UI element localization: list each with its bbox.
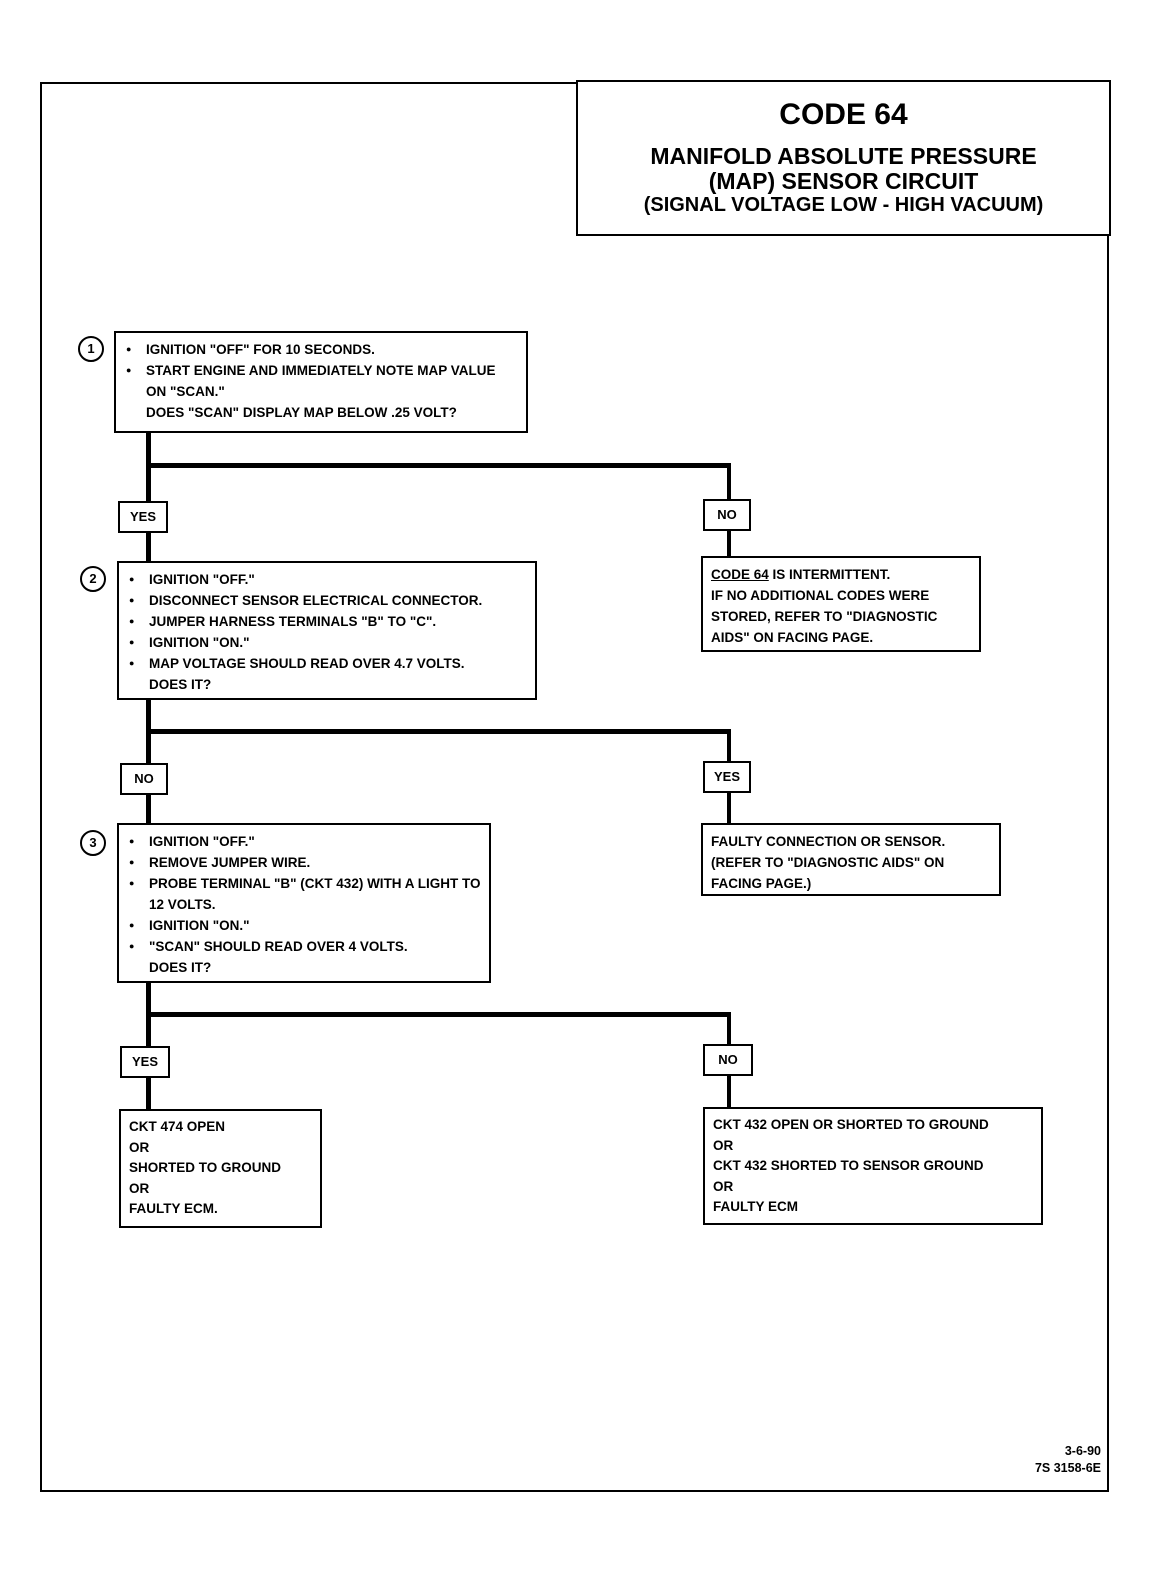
connector-line: [727, 729, 731, 761]
connector-line: [146, 1012, 731, 1017]
page-frame: [40, 82, 1109, 1492]
footer-doc-number: 7S 3158-6E: [1034, 1461, 1101, 1475]
outcome-ckt474-box: CKT 474 OPEN OR SHORTED TO GROUND OR FAU…: [119, 1109, 322, 1228]
step-2-item: IGNITION "OFF.": [127, 569, 527, 590]
ckt432-line: CKT 432 OPEN OR SHORTED TO GROUND: [713, 1117, 989, 1132]
faulty-connection-text: FAULTY CONNECTION OR SENSOR. (REFER TO "…: [711, 834, 946, 891]
ckt474-line: SHORTED TO GROUND: [129, 1160, 282, 1175]
connector-line: [146, 729, 731, 734]
step-3-no-label: NO: [703, 1044, 753, 1076]
step-3-box: IGNITION "OFF." REMOVE JUMPER WIRE. PROB…: [117, 823, 491, 983]
step-number-3: 3: [80, 830, 106, 856]
step-1-item: IGNITION "OFF" FOR 10 SECONDS.: [124, 339, 518, 360]
step-2-box: IGNITION "OFF." DISCONNECT SENSOR ELECTR…: [117, 561, 537, 700]
code-64-underlined: CODE 64: [711, 567, 769, 582]
step-1-item: START ENGINE AND IMMEDIATELY NOTE MAP VA…: [124, 360, 518, 402]
ckt474-line: OR: [129, 1180, 150, 1196]
step-3-item: "SCAN" SHOULD READ OVER 4 VOLTS.: [127, 936, 481, 957]
title-block: CODE 64 MANIFOLD ABSOLUTE PRESSURE (MAP)…: [576, 80, 1111, 236]
ckt432-line: OR: [713, 1178, 734, 1194]
step-2-yes-label: YES: [703, 761, 751, 793]
connector-line: [727, 1012, 731, 1046]
outcome-ckt432-box: CKT 432 OPEN OR SHORTED TO GROUND OR CKT…: [703, 1107, 1043, 1225]
intermittent-text: IS INTERMITTENT.: [768, 567, 891, 582]
step-3-item: PROBE TERMINAL "B" (CKT 432) WITH A LIGH…: [127, 873, 481, 915]
connector-line: [727, 529, 731, 557]
step-2-item: IGNITION "ON.": [127, 632, 527, 653]
ckt474-line: CKT 474 OPEN: [129, 1119, 226, 1134]
step-1-no-label: NO: [703, 499, 751, 531]
code-title: CODE 64: [779, 98, 908, 131]
step-1-question: DOES "SCAN" DISPLAY MAP BELOW .25 VOLT?: [146, 405, 457, 420]
connector-line: [727, 791, 731, 824]
connector-line: [146, 1078, 151, 1111]
title-line-1: MANIFOLD ABSOLUTE PRESSURE: [650, 143, 1037, 169]
connector-line: [146, 463, 731, 468]
ckt474-line: FAULTY ECM.: [129, 1201, 218, 1216]
intermittent-detail: IF NO ADDITIONAL CODES WERE STORED, REFE…: [711, 588, 938, 645]
title-line-3: (SIGNAL VOLTAGE LOW - HIGH VACUUM): [643, 194, 1044, 216]
step-2-no-label: NO: [120, 763, 168, 795]
step-1-box: IGNITION "OFF" FOR 10 SECONDS. START ENG…: [114, 331, 528, 433]
ckt474-line: OR: [129, 1139, 150, 1155]
outcome-intermittent-box: CODE 64 IS INTERMITTENT. IF NO ADDITIONA…: [701, 556, 981, 652]
connector-line: [146, 531, 151, 563]
step-3-question: DOES IT?: [149, 960, 212, 975]
step-number-2: 2: [80, 566, 106, 592]
footer-date: 3-6-90: [1064, 1444, 1101, 1458]
page-footer: 3-6-90 7S 3158-6E: [1035, 1443, 1101, 1477]
step-2-question: DOES IT?: [149, 677, 212, 692]
step-3-item: REMOVE JUMPER WIRE.: [127, 852, 481, 873]
step-number-1: 1: [78, 336, 104, 362]
connector-line: [146, 793, 151, 825]
step-2-item: DISCONNECT SENSOR ELECTRICAL CONNECTOR.: [127, 590, 527, 611]
step-3-item: IGNITION "OFF.": [127, 831, 481, 852]
step-1-yes-label: YES: [118, 501, 168, 533]
ckt432-line: OR: [713, 1137, 734, 1153]
title-line-2: (MAP) SENSOR CIRCUIT: [708, 168, 979, 194]
step-2-item: MAP VOLTAGE SHOULD READ OVER 4.7 VOLTS.: [127, 653, 527, 674]
step-2-item: JUMPER HARNESS TERMINALS "B" TO "C".: [127, 611, 527, 632]
connector-line: [727, 1076, 731, 1108]
step-3-yes-label: YES: [120, 1046, 170, 1078]
connector-line: [727, 463, 731, 501]
ckt432-line: FAULTY ECM: [713, 1199, 799, 1214]
outcome-faulty-connection-box: FAULTY CONNECTION OR SENSOR. (REFER TO "…: [701, 823, 1001, 896]
step-3-item: IGNITION "ON.": [127, 915, 481, 936]
ckt432-line: CKT 432 SHORTED TO SENSOR GROUND: [713, 1158, 984, 1173]
